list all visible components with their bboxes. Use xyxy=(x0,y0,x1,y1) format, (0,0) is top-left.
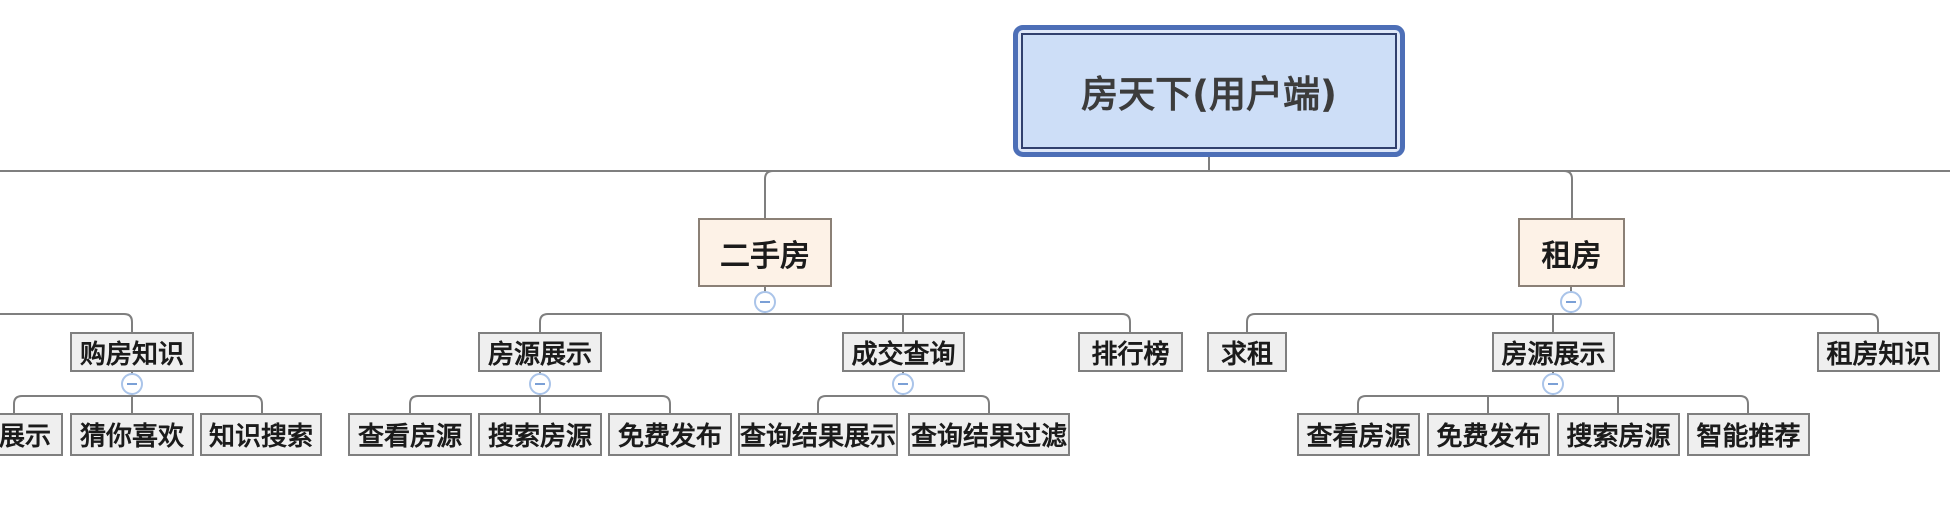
connector-path xyxy=(13,395,263,413)
node-chaxun-jieguo-zhanshi[interactable]: 查询结果展示 xyxy=(738,413,898,456)
node-fangyuan-zhanshi-zf[interactable]: 房源展示 xyxy=(1492,332,1615,372)
collapse-icon-zufang[interactable] xyxy=(1560,291,1582,313)
node-zhishi-sousuo[interactable]: 知识搜索 xyxy=(200,413,322,456)
connector-path xyxy=(764,170,774,218)
collapse-icon-fangyuan-zhanshi-esf[interactable] xyxy=(529,373,551,395)
node-zufang[interactable]: 租房 xyxy=(1518,218,1625,287)
node-cainixihuan[interactable]: 猜你喜欢 xyxy=(70,413,194,456)
node-sousuo-fangyuan-esf[interactable]: 搜索房源 xyxy=(478,413,602,456)
connector-path xyxy=(1357,395,1749,413)
collapse-icon-goufang-zhishi[interactable] xyxy=(121,373,143,395)
collapse-icon-chengjiao-chaxun[interactable] xyxy=(892,373,914,395)
node-chakan-fangyuan-esf[interactable]: 查看房源 xyxy=(348,413,472,456)
node-zufang-zhishi[interactable]: 租房知识 xyxy=(1817,332,1940,372)
collapse-icon-ershoufang[interactable] xyxy=(754,291,776,313)
node-paihangbang[interactable]: 排行榜 xyxy=(1078,332,1183,372)
minus-glyph xyxy=(127,383,137,385)
connector-path xyxy=(539,313,1131,332)
collapse-icon-fangyuan-zhanshi-zf[interactable] xyxy=(1542,373,1564,395)
node-chengjiao-chaxun[interactable]: 成交查询 xyxy=(842,332,965,372)
node-chaxun-jieguo-guolv[interactable]: 查询结果过滤 xyxy=(908,413,1070,456)
node-zhanshi-cutoff[interactable]: 展示 xyxy=(0,413,63,456)
node-zhineng-tuijian[interactable]: 智能推荐 xyxy=(1687,413,1810,456)
node-mianfei-fabu-esf[interactable]: 免费发布 xyxy=(608,413,732,456)
node-qiuzu[interactable]: 求租 xyxy=(1207,332,1287,372)
minus-glyph xyxy=(535,383,545,385)
node-root[interactable]: 房天下(用户端) xyxy=(1013,25,1405,157)
minus-glyph xyxy=(1548,383,1558,385)
connector-path xyxy=(1563,170,1573,218)
minus-glyph xyxy=(1566,301,1576,303)
node-sousuo-fangyuan-zf[interactable]: 搜索房源 xyxy=(1557,413,1680,456)
node-fangyuan-zhanshi-esf[interactable]: 房源展示 xyxy=(478,332,602,372)
connector-path xyxy=(817,395,990,413)
node-goufang-zhishi[interactable]: 购房知识 xyxy=(70,332,194,372)
connector-path xyxy=(1246,313,1879,332)
node-mianfei-fabu-zf[interactable]: 免费发布 xyxy=(1427,413,1550,456)
connector-path xyxy=(0,313,133,332)
minus-glyph xyxy=(760,301,770,303)
minus-glyph xyxy=(898,383,908,385)
node-chakan-fangyuan-zf[interactable]: 查看房源 xyxy=(1297,413,1420,456)
node-ershoufang[interactable]: 二手房 xyxy=(698,218,832,287)
root-label: 房天下(用户端) xyxy=(1021,33,1397,149)
